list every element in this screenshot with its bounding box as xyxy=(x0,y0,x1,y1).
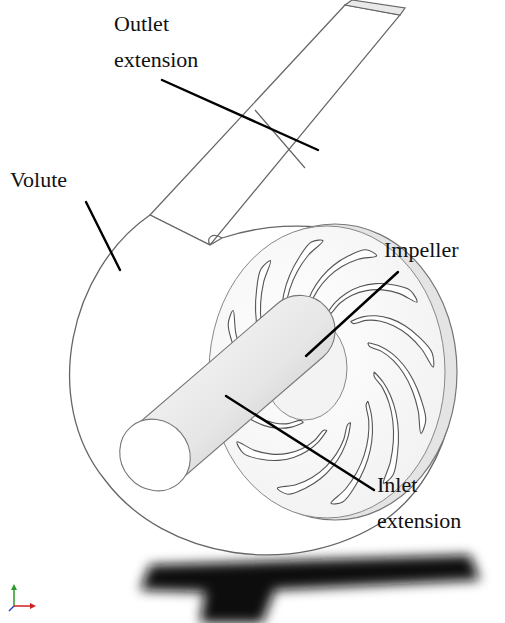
leader-lines xyxy=(86,80,398,490)
part-label: Volute xyxy=(10,162,130,198)
part-label: Inlet extension xyxy=(377,467,499,539)
volute-casing xyxy=(70,215,456,555)
impeller-blade xyxy=(327,284,417,314)
impeller-blade xyxy=(374,372,399,483)
part-label: Impeller xyxy=(384,232,499,268)
impeller-blade xyxy=(368,343,426,434)
inlet-cylinder xyxy=(105,295,335,505)
part-label: Outlet extension xyxy=(114,6,244,78)
impeller-blade xyxy=(237,430,327,460)
outlet-duct xyxy=(150,0,405,245)
shadow xyxy=(140,555,480,623)
volute-tongue xyxy=(209,236,222,245)
axis-triad xyxy=(9,584,36,611)
